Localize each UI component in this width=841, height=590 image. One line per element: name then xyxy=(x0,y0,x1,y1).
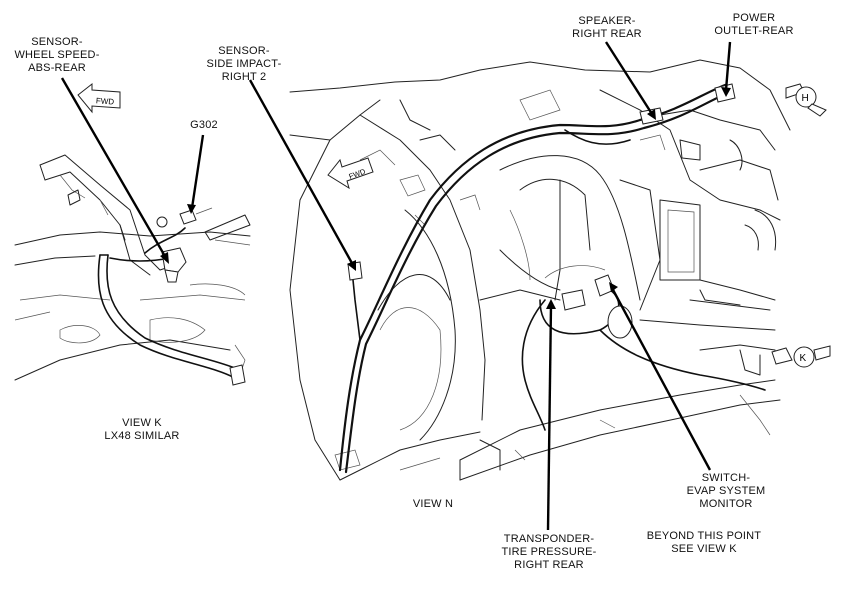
view-k-callout: K xyxy=(771,345,831,368)
label-speaker-right-rear: SPEAKER- RIGHT REAR xyxy=(564,15,650,41)
view-h-callout: H xyxy=(785,83,827,117)
label-line: ABS-REAR xyxy=(28,62,86,74)
label-line: RIGHT 2 xyxy=(221,71,267,83)
label-line: SIDE IMPACT- xyxy=(206,58,282,70)
label-switch-evap: SWITCH- EVAP SYSTEM MONITOR xyxy=(678,472,774,511)
label-line: OUTLET-REAR xyxy=(714,25,794,37)
fwd-text-view-k: FWD xyxy=(96,96,115,106)
label-g302: G302 xyxy=(186,119,222,132)
main-harness xyxy=(338,83,736,474)
leader-arrowheads xyxy=(160,87,731,309)
fwd-arrow-view-n: FWD xyxy=(327,157,374,190)
label-line: SPEAKER- xyxy=(578,15,636,27)
label-line: VIEW K xyxy=(122,417,162,429)
label-line: VIEW N xyxy=(412,498,454,510)
label-line: EVAP SYSTEM xyxy=(686,485,766,497)
label-line: BEYOND THIS POINT xyxy=(646,530,762,542)
label-line: SENSOR- xyxy=(31,36,83,48)
view-k-letter: K xyxy=(800,353,807,364)
label-line: SENSOR- xyxy=(218,45,270,57)
view-n-illustration xyxy=(289,59,791,481)
label-line: RIGHT REAR xyxy=(514,559,584,571)
label-line: SWITCH- xyxy=(701,472,751,484)
label-view-k: VIEW K LX48 SIMILAR xyxy=(92,417,192,443)
label-line: MONITOR xyxy=(699,498,753,510)
label-line: WHEEL SPEED- xyxy=(14,49,100,61)
label-power-outlet-rear: POWER OUTLET-REAR xyxy=(704,12,804,38)
label-sensor-side-impact: SENSOR- SIDE IMPACT- RIGHT 2 xyxy=(204,45,284,84)
leader-lines xyxy=(60,41,732,531)
label-line: G302 xyxy=(190,119,218,131)
label-line: LX48 SIMILAR xyxy=(104,430,180,442)
label-line: RIGHT REAR xyxy=(572,28,642,40)
label-line: TRANSPONDER- xyxy=(503,533,595,545)
label-beyond-this-point: BEYOND THIS POINT SEE VIEW K xyxy=(634,530,774,556)
label-line: TIRE PRESSURE- xyxy=(501,546,597,558)
view-k-illustration xyxy=(14,154,251,386)
label-sensor-wheel-speed: SENSOR- WHEEL SPEED- ABS-REAR xyxy=(14,36,100,75)
view-h-letter: H xyxy=(802,93,809,104)
label-view-n: VIEW N xyxy=(398,498,468,511)
label-transponder: TRANSPONDER- TIRE PRESSURE- RIGHT REAR xyxy=(494,533,604,572)
fwd-arrow-view-k: FWD xyxy=(77,82,121,114)
label-line: POWER xyxy=(732,12,776,24)
label-line: SEE VIEW K xyxy=(671,543,737,555)
